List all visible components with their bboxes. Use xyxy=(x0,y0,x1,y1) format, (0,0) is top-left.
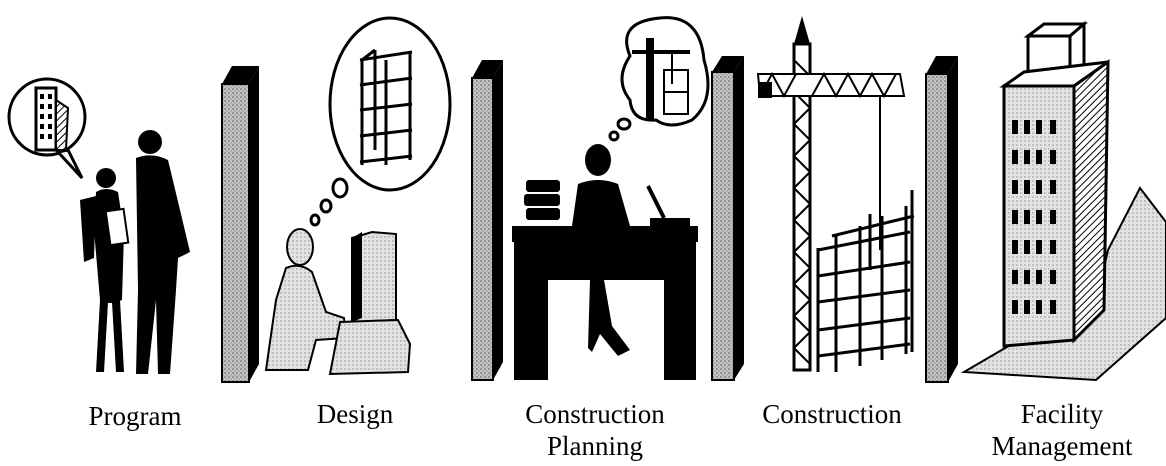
planner-desk-icon xyxy=(512,144,698,380)
stage-label-construction-planning: Construction Planning xyxy=(505,398,685,462)
crane-thought-bubble-icon xyxy=(608,16,710,142)
stage-label-facility-management-line-2: Management xyxy=(991,431,1133,461)
stage-label-construction: Construction xyxy=(742,398,922,430)
stage-label-program-line-1: Program xyxy=(88,401,182,431)
stage-label-facility-management-line-1: Facility xyxy=(1020,399,1104,429)
stage-label-construction-line-1: Construction xyxy=(762,399,902,429)
frame-thought-bubble-icon xyxy=(309,16,452,227)
stage-label-construction-planning-line-2: Planning xyxy=(546,431,643,461)
tower-crane-icon xyxy=(756,16,906,372)
stage-label-construction-planning-line-1: Construction xyxy=(525,399,665,429)
building-frame-icon xyxy=(816,190,915,372)
building-thought-bubble-icon xyxy=(7,77,87,180)
wall-divider-icon xyxy=(925,56,958,383)
two-people-icon xyxy=(7,77,190,374)
wall-divider-icon xyxy=(221,66,259,383)
office-tower-icon xyxy=(960,20,1166,382)
designer-computer-icon xyxy=(264,228,412,376)
stage-label-program: Program xyxy=(70,400,200,432)
wall-divider-icon xyxy=(711,56,744,381)
stage-label-design: Design xyxy=(295,398,415,430)
stage-label-design-line-1: Design xyxy=(316,399,394,429)
wall-divider-icon xyxy=(471,60,503,381)
stage-label-facility-management: Facility Management xyxy=(972,398,1152,462)
